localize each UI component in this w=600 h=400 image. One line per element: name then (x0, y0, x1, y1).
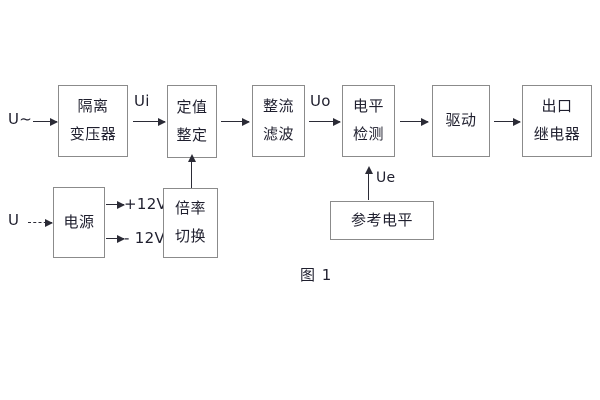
block-output-relay-line-1: 出口 (541, 97, 573, 116)
block-setting-value-line-2: 整定 (176, 125, 208, 144)
block-multiplier-switch-line-2: 切换 (174, 227, 206, 245)
block-rectify-filter-line-1: 整流 (262, 97, 294, 116)
arrow-rectify-filter-to-level-detection (309, 117, 341, 126)
block-isolation-transformer-line-1: 隔离 (77, 97, 109, 116)
ac-input-label: U~ (8, 110, 33, 128)
arrow-dc-input-to-power-supply (28, 219, 53, 227)
block-multiplier-switch: 倍率 切换 (163, 188, 218, 258)
block-multiplier-switch-line-1: 倍率 (174, 199, 206, 218)
block-output-relay: 出口 继电器 (522, 85, 592, 157)
rail-positive-label: +12V (124, 195, 168, 213)
block-output-relay-line-2: 继电器 (533, 125, 581, 143)
block-rectify-filter-line-2: 滤波 (262, 125, 294, 143)
block-level-detection: 电平 检测 (342, 85, 395, 157)
block-reference-level: 参考电平 (330, 201, 434, 240)
block-rectify-filter: 整流 滤波 (252, 85, 305, 157)
figure-caption: 图 1 (300, 266, 333, 284)
block-setting-value: 定值 整定 (167, 85, 217, 158)
ue-signal-label: Ue (376, 170, 396, 186)
block-drive: 驱动 (432, 85, 490, 157)
block-reference-level-line-1: 参考电平 (350, 210, 413, 229)
block-setting-value-line-1: 定值 (176, 97, 208, 116)
block-power-supply: 电源 (53, 187, 105, 258)
uo-signal-label: Uo (310, 92, 331, 110)
block-isolation-transformer: 隔离 变压器 (58, 85, 128, 157)
arrow-reference-level-to-level-detection (364, 166, 373, 200)
arrow-power-supply-rail-negative (106, 234, 125, 243)
block-level-detection-line-1: 电平 (352, 97, 384, 116)
arrow-drive-to-output-relay (494, 117, 521, 126)
arrow-level-detection-to-drive (400, 117, 429, 126)
arrow-ac-input-to-isolation-transformer (33, 117, 58, 126)
arrow-power-supply-rail-positive (106, 200, 125, 209)
block-isolation-transformer-line-2: 变压器 (69, 125, 117, 143)
arrow-setting-value-to-rectify-filter (221, 117, 250, 126)
arrow-multiplier-switch-to-setting-value (187, 154, 196, 188)
dc-input-label: U (8, 211, 20, 229)
block-level-detection-line-2: 检测 (352, 125, 384, 143)
block-power-supply-line-1: 电源 (63, 212, 95, 231)
rail-negative-label: - 12V (124, 229, 166, 247)
arrow-isolation-transformer-to-setting-value (133, 117, 166, 126)
ui-signal-label: Ui (134, 92, 150, 110)
block-drive-line-1: 驱动 (445, 111, 477, 130)
